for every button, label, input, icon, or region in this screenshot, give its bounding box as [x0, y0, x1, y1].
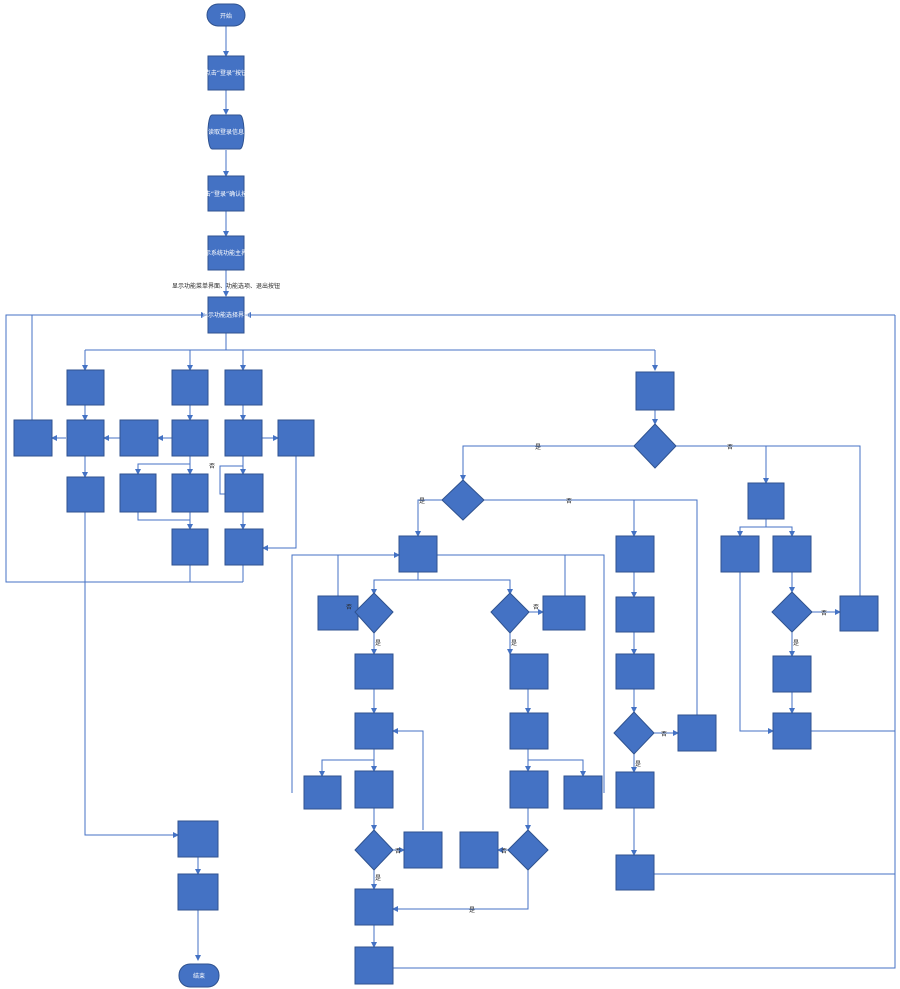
r-c-process [772, 655, 812, 693]
no-label-5: 否 [395, 848, 401, 855]
c2-d-process [171, 528, 209, 566]
mid-right-process [677, 714, 717, 752]
rs-c-process [509, 770, 549, 809]
no-label-8: 否 [821, 610, 827, 617]
c3-right-process [277, 419, 315, 457]
sub-process [398, 535, 438, 573]
ls-side-process [317, 595, 359, 631]
main-ui-process [207, 235, 245, 271]
final-a-process [177, 820, 219, 858]
mid-e-process [615, 854, 655, 891]
rs-b-process [509, 712, 549, 750]
mid-c-process [615, 653, 655, 690]
ls-e-process [354, 946, 394, 985]
mid-d-process [615, 771, 655, 809]
r-a-process [747, 482, 785, 520]
no-label-3: 否 [346, 604, 352, 611]
no-label-1: 否 [727, 444, 733, 451]
yes-label-1: 是 [535, 444, 541, 451]
mid-a-process [615, 535, 655, 573]
function-select-process [207, 296, 245, 334]
function-select-label: 显示功能选择界面 [202, 311, 250, 319]
start-label: 开始 [220, 12, 232, 20]
no-label-9: 否 [209, 463, 215, 470]
query-decision [633, 423, 677, 469]
confirm-login-label: 点击“登录”确认按钮 [199, 190, 253, 198]
no-label-6: 否 [501, 848, 507, 855]
r-d-process [772, 712, 812, 750]
c3-b-process [224, 419, 263, 457]
edge-labels: 显示功能菜单界面、功能选项、退出按钮 是 否 是 否 是 是 否 否 是 否 是… [172, 282, 827, 914]
rs-decision [490, 592, 530, 634]
yes-label-7: 是 [635, 761, 641, 768]
c3-d-process [224, 528, 264, 566]
end-label: 结束 [193, 972, 205, 980]
ls-c-process [354, 770, 394, 809]
read-login-info-database [207, 114, 245, 150]
nodes [13, 3, 879, 988]
rs-a-process [509, 653, 549, 690]
c1-right-process [119, 419, 159, 457]
r-decision [771, 591, 813, 633]
c1-b-process [66, 419, 105, 457]
c2-c-process [171, 473, 209, 513]
c3-a-process [224, 369, 263, 406]
ls-left-process [303, 775, 342, 810]
yes-label-2: 是 [419, 498, 425, 505]
mid-b-process [615, 596, 655, 633]
yes-label-3: 是 [375, 640, 381, 647]
no-label-4: 否 [533, 604, 539, 611]
r-right-process [839, 595, 879, 632]
yes-label-4: 是 [511, 640, 517, 647]
yes-label-6: 是 [469, 907, 475, 914]
login-button-process [207, 55, 245, 91]
c1-c-process [66, 476, 105, 513]
query-process [635, 371, 675, 411]
read-login-info-label: 读取登录信息 [208, 128, 244, 136]
ls-a-process [354, 653, 394, 690]
c2-a-process [171, 369, 209, 406]
c3-c-process [224, 473, 264, 513]
start-terminal [206, 3, 246, 27]
no-label-2: 否 [566, 498, 572, 505]
hub-label: 显示功能菜单界面、功能选项、退出按钮 [172, 282, 280, 290]
c2-left-process [119, 473, 157, 513]
c2-b-process [171, 419, 209, 457]
login-button-label: 点击“登录”按钮 [205, 69, 247, 77]
ls-b-process [354, 712, 394, 750]
yes-label-8: 是 [793, 640, 799, 647]
no-label-7: 否 [661, 731, 667, 738]
end-terminal [178, 963, 220, 988]
final-b-process [177, 873, 219, 911]
node-texts: 开始 点击“登录”按钮 读取登录信息 点击“登录”确认按钮 显示系统功能主界面 … [193, 12, 253, 980]
ls-decision-2 [354, 829, 394, 871]
r-left-process [720, 535, 760, 573]
rs-right-process [563, 775, 603, 810]
sub-decision [441, 479, 485, 521]
c1-a-process [66, 369, 105, 406]
ls-decision [354, 592, 394, 634]
edges [5, 26, 896, 969]
mid-decision [613, 711, 655, 755]
main-ui-label: 显示系统功能主界面 [199, 249, 253, 257]
rs-side-process [542, 595, 586, 631]
rs-left-process [459, 831, 499, 869]
yes-label-5: 是 [375, 875, 381, 882]
rs-decision-2 [507, 829, 549, 871]
confirm-login-process [207, 175, 245, 212]
ls-d-process [354, 888, 394, 926]
r-b-process [772, 535, 812, 573]
ls-right-process [403, 831, 443, 869]
c1-left-process [13, 419, 53, 457]
